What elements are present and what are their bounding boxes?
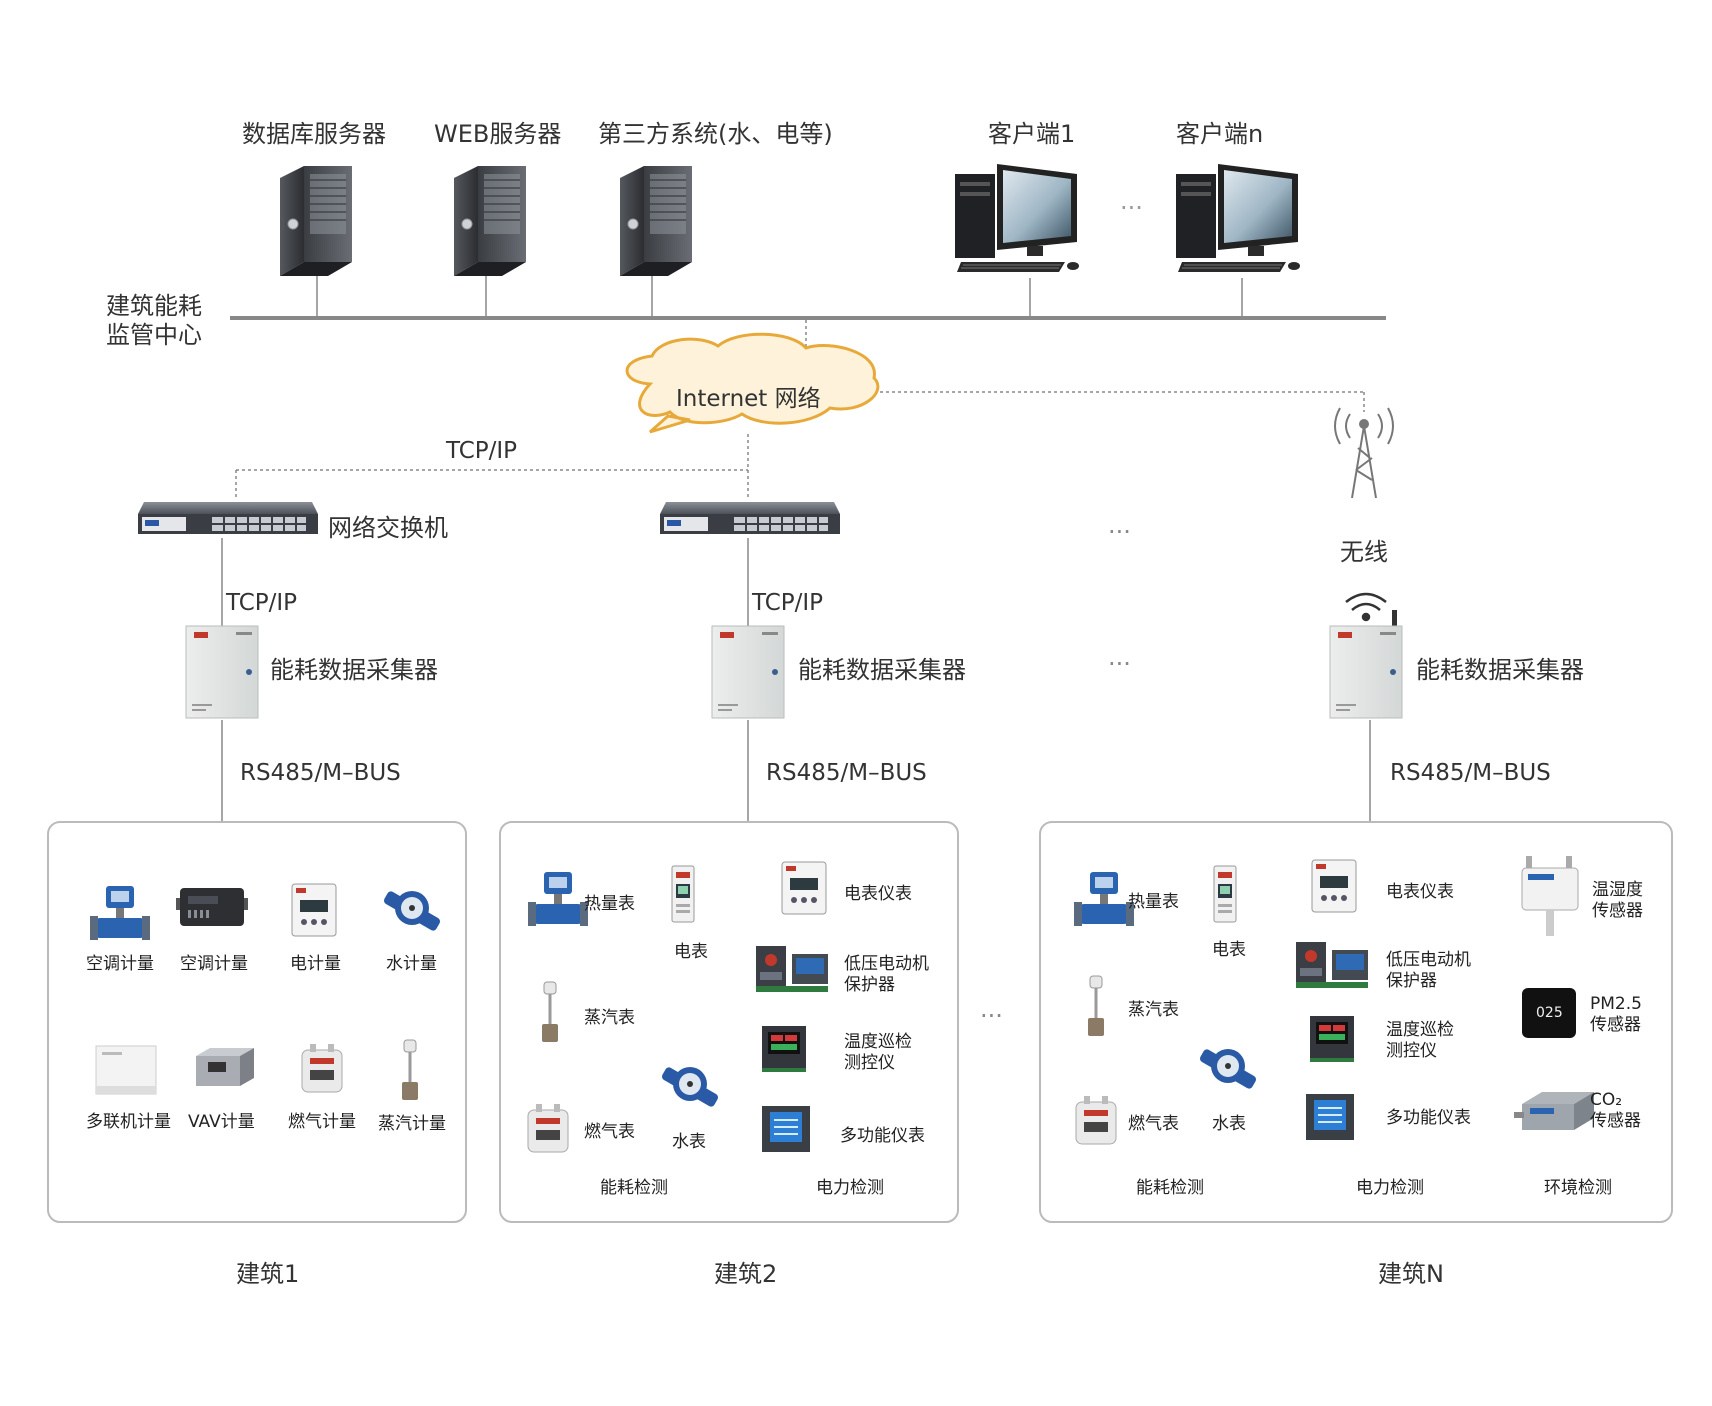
pm25-sensor-label: PM2.5 传感器 <box>1590 994 1642 1036</box>
vav-meter-icon <box>196 1048 254 1086</box>
bn-gas-meter-icon <box>1075 1095 1117 1145</box>
connection-lines <box>221 276 1386 822</box>
b2-multifunction-meter-icon <box>761 1105 811 1153</box>
b2-steam-meter-label: 蒸汽表 <box>584 1008 635 1028</box>
collector-2-label: 能耗数据采集器 <box>798 656 966 684</box>
client-1-computer-icon <box>954 163 1080 273</box>
b2-water-meter-label: 水表 <box>672 1132 706 1152</box>
b2-power-meter-label: 电表仪表 <box>844 884 912 904</box>
b1-electric-meter-label: 电计量 <box>290 954 341 974</box>
building-2-name: 建筑2 <box>714 1260 778 1288</box>
tcpip-top-label: TCP/IP <box>446 438 518 464</box>
building-2-panel <box>499 821 959 1223</box>
b2-ammeter-label: 电表 <box>674 942 708 962</box>
buildings-ellipsis: ··· <box>980 1002 1003 1030</box>
bn-power-meter-label: 电表仪表 <box>1386 882 1454 902</box>
tcpip-collector-1-label: TCP/IP <box>226 590 298 616</box>
b2-temp-controller-icon <box>762 1026 806 1072</box>
temp-humidity-sensor-label: 温湿度 传感器 <box>1592 880 1643 922</box>
b2-gas-meter-label: 燃气表 <box>584 1122 635 1142</box>
b1-ac-meter-2-label: 空调计量 <box>180 954 248 974</box>
pm25-sensor-reading: 025 <box>1536 1005 1563 1021</box>
b1-gas-meter-label: 燃气计量 <box>288 1112 356 1132</box>
b2-motor-protector-label: 低压电动机 保护器 <box>844 954 929 996</box>
bus-1-label: RS485/M–BUS <box>240 760 401 786</box>
bn-temp-controller-icon <box>1310 1016 1354 1062</box>
collector-n-label: 能耗数据采集器 <box>1416 656 1584 684</box>
b1-steam-meter-label: 蒸汽计量 <box>378 1114 446 1134</box>
network-switch-1-icon <box>137 501 319 535</box>
building-1-name: 建筑1 <box>236 1260 300 1288</box>
data-collector-1-icon <box>185 625 259 719</box>
bn-heat-meter-label: 热量表 <box>1128 892 1179 912</box>
b2-power-group-label: 电力检测 <box>816 1178 884 1198</box>
bus-2-label: RS485/M–BUS <box>766 760 927 786</box>
wifi-icon <box>1345 592 1387 622</box>
web-server-icon <box>453 165 527 277</box>
network-switch-label: 网络交换机 <box>328 514 448 542</box>
database-server-label: 数据库服务器 <box>242 120 386 148</box>
b2-temp-controller-label: 温度巡检 测控仪 <box>844 1032 912 1074</box>
network-switch-2-icon <box>659 501 841 535</box>
bn-power-group-label: 电力检测 <box>1356 1178 1424 1198</box>
b2-power-meter-icon <box>781 861 827 915</box>
b2-din-meter-icon <box>671 865 695 923</box>
bn-power-meter-icon <box>1311 859 1357 913</box>
co2-sensor-label: CO₂ 传感器 <box>1590 1090 1641 1132</box>
internet-label: Internet 网络 <box>676 386 821 412</box>
web-server-label: WEB服务器 <box>434 120 562 148</box>
monitoring-center-label: 建筑能耗 监管中心 <box>106 292 202 349</box>
gas-meter-icon <box>301 1043 343 1093</box>
collector-antenna <box>1392 610 1397 626</box>
bus-n-label: RS485/M–BUS <box>1390 760 1551 786</box>
client-n-computer-icon <box>1175 163 1301 273</box>
electric-meter-icon <box>291 883 337 937</box>
b1-vav-meter-label: VAV计量 <box>188 1112 255 1132</box>
bn-energy-group-label: 能耗检测 <box>1136 1178 1204 1198</box>
b1-ac-meter-1-label: 空调计量 <box>86 954 154 974</box>
bn-env-group-label: 环境检测 <box>1544 1178 1612 1198</box>
b1-vrf-meter-label: 多联机计量 <box>86 1112 171 1132</box>
database-server-icon <box>279 165 353 277</box>
bn-gas-meter-label: 燃气表 <box>1128 1114 1179 1134</box>
ac-meter-box-icon <box>176 888 248 926</box>
tcpip-collector-2-label: TCP/IP <box>752 590 824 616</box>
collector-row-ellipsis: ··· <box>1108 650 1131 678</box>
third-party-server-icon <box>619 165 693 277</box>
b2-multifunction-label: 多功能仪表 <box>840 1126 925 1146</box>
switch-row-ellipsis: ··· <box>1108 518 1131 546</box>
internet-cloud-icon <box>625 332 880 434</box>
client-1-label: 客户端1 <box>988 120 1076 148</box>
wireless-tower-icon <box>1334 407 1394 499</box>
collector-1-label: 能耗数据采集器 <box>270 656 438 684</box>
b2-gas-meter-icon <box>527 1103 569 1153</box>
bn-multifunction-label: 多功能仪表 <box>1386 1108 1471 1128</box>
wireless-label: 无线 <box>1340 538 1388 566</box>
third-party-system-label: 第三方系统(水、电等) <box>598 120 833 148</box>
client-n-label: 客户端n <box>1176 120 1264 148</box>
bn-temp-controller-label: 温度巡检 测控仪 <box>1386 1020 1454 1062</box>
data-collector-n-icon <box>1329 625 1403 719</box>
b2-heat-meter-label: 热量表 <box>584 894 635 914</box>
data-collector-2-icon <box>711 625 785 719</box>
b2-energy-group-label: 能耗检测 <box>600 1178 668 1198</box>
bn-multifunction-meter-icon <box>1305 1093 1355 1141</box>
b1-water-meter-label: 水计量 <box>386 954 437 974</box>
building-1-panel <box>47 821 467 1223</box>
bn-motor-protector-label: 低压电动机 保护器 <box>1386 950 1471 992</box>
bn-water-meter-label: 水表 <box>1212 1114 1246 1134</box>
building-n-name: 建筑N <box>1378 1260 1444 1288</box>
bn-steam-meter-label: 蒸汽表 <box>1128 1000 1179 1020</box>
building-n-panel <box>1039 821 1673 1223</box>
bn-ammeter-label: 电表 <box>1212 940 1246 960</box>
vrf-meter-icon <box>95 1045 157 1095</box>
bn-din-meter-icon <box>1213 865 1237 923</box>
clients-ellipsis: ··· <box>1120 194 1143 222</box>
